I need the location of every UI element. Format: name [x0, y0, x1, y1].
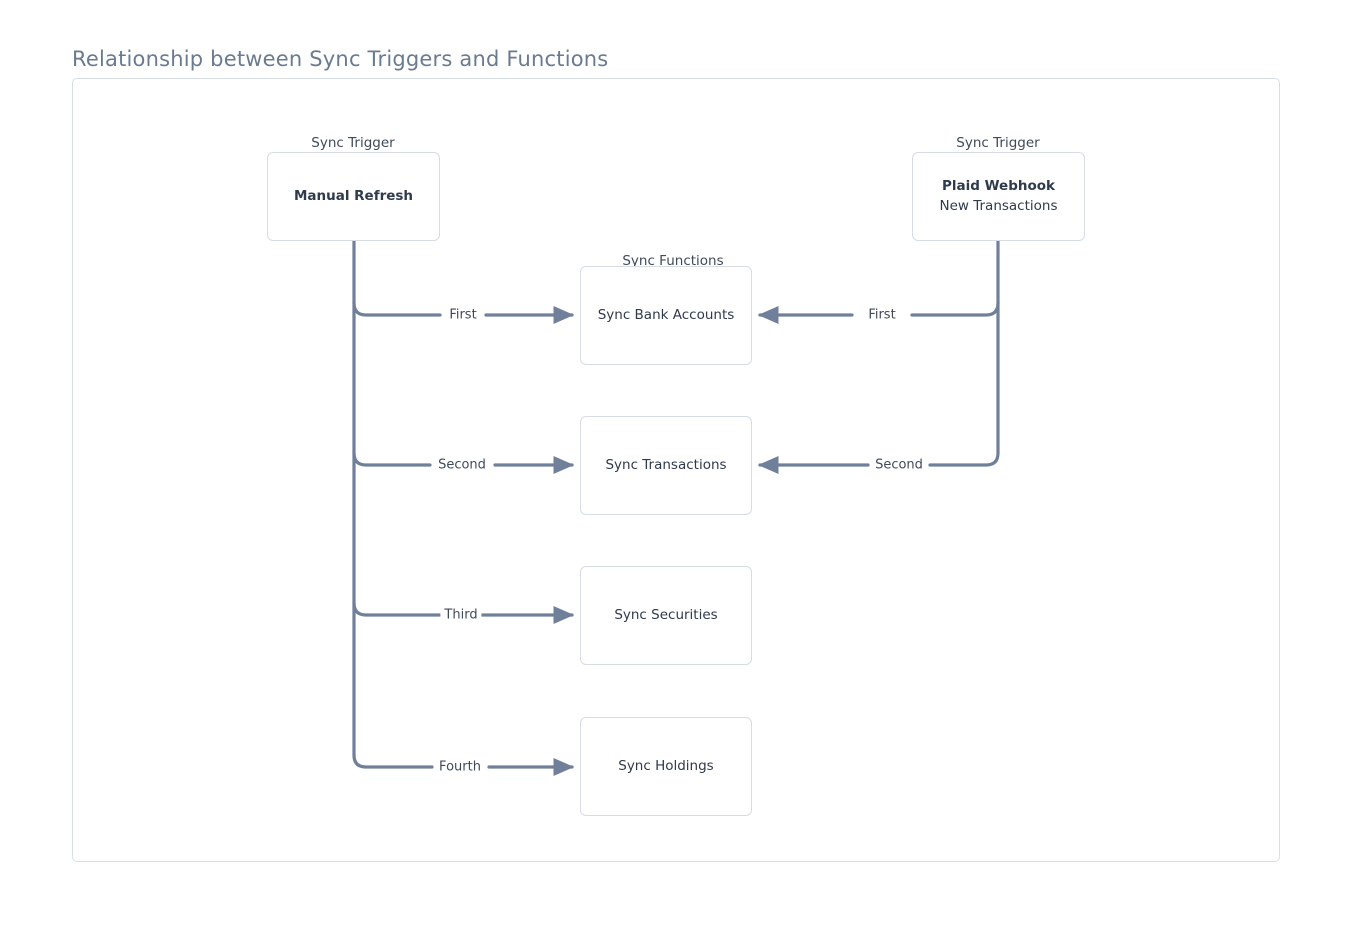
node-plaid-webhook[interactable]: Plaid Webhook New Transactions — [912, 152, 1085, 241]
caption-sync-functions: Sync Functions — [622, 253, 724, 269]
edge-label-left-second: Second — [434, 457, 490, 473]
node-sync-transactions-title: Sync Transactions — [605, 456, 727, 473]
node-manual-refresh-title: Manual Refresh — [293, 187, 414, 204]
node-sync-securities[interactable]: Sync Securities — [580, 566, 752, 665]
page-title: Relationship between Sync Triggers and F… — [72, 47, 609, 71]
edge-label-left-third: Third — [440, 607, 482, 623]
edge-label-right-first: First — [864, 307, 900, 323]
node-plaid-webhook-subtitle: New Transactions — [939, 197, 1058, 214]
node-plaid-webhook-title: Plaid Webhook — [942, 178, 1055, 195]
node-manual-refresh[interactable]: Manual Refresh — [267, 152, 440, 241]
caption-sync-trigger-left: Sync Trigger — [311, 135, 395, 151]
node-sync-bank-accounts[interactable]: Sync Bank Accounts — [580, 266, 752, 365]
edge-label-right-second: Second — [871, 457, 927, 473]
edge-label-left-first: First — [445, 307, 481, 323]
node-sync-bank-accounts-title: Sync Bank Accounts — [597, 306, 735, 323]
node-sync-holdings-title: Sync Holdings — [618, 757, 714, 774]
caption-sync-trigger-right: Sync Trigger — [956, 135, 1040, 151]
node-sync-transactions[interactable]: Sync Transactions — [580, 416, 752, 515]
node-sync-holdings[interactable]: Sync Holdings — [580, 717, 752, 816]
edge-label-left-fourth: Fourth — [435, 759, 485, 775]
node-sync-securities-title: Sync Securities — [614, 606, 718, 623]
